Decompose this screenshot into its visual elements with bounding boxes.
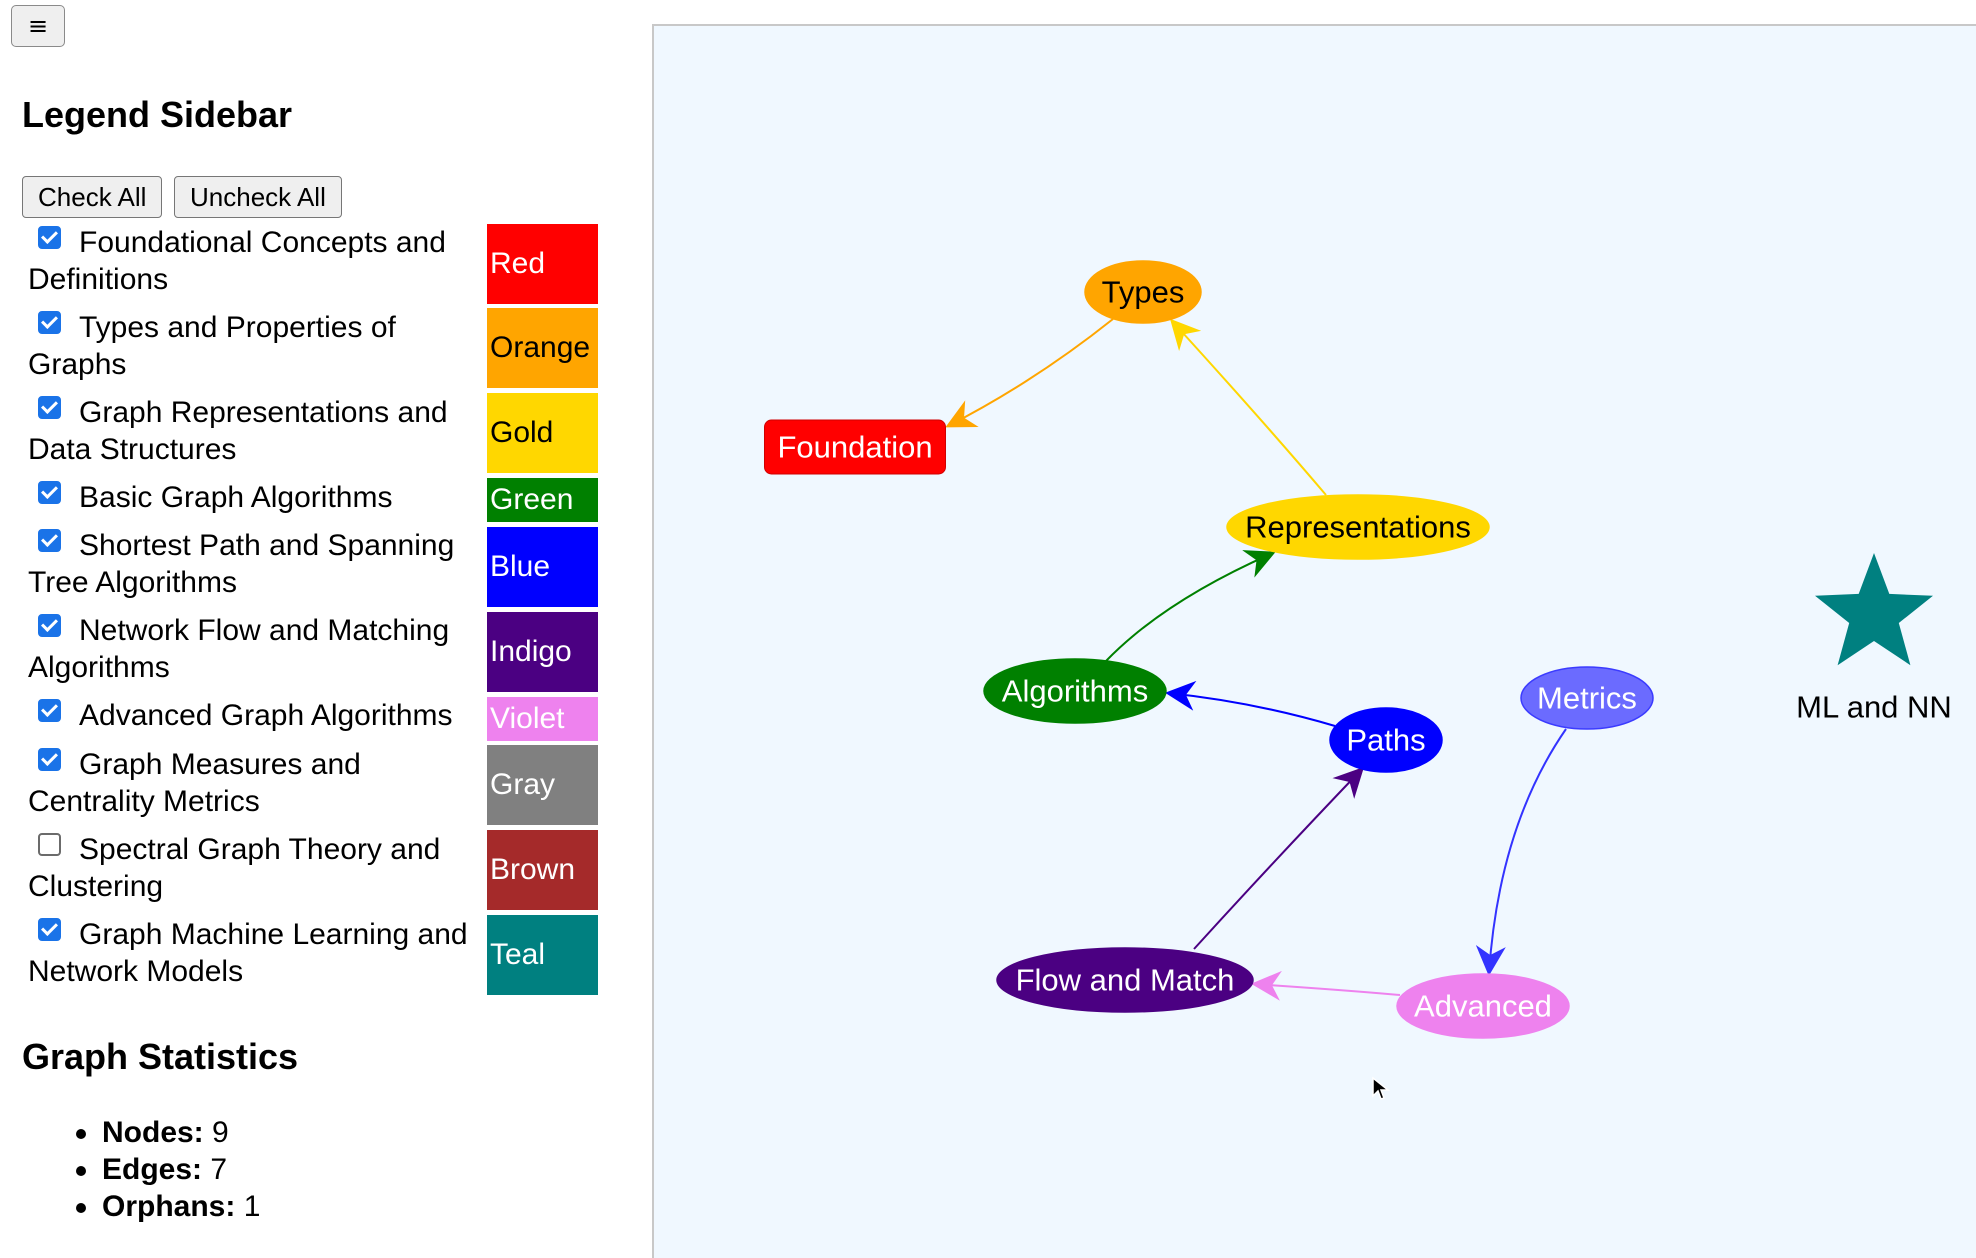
legend-checkbox[interactable] <box>38 833 61 856</box>
legend-item-text: Basic Graph Algorithms <box>79 481 393 514</box>
edge-advanced-to-flow[interactable] <box>1251 970 1401 1001</box>
node-label: ML and NN <box>1796 690 1952 725</box>
node-shape[interactable] <box>1226 494 1490 560</box>
legend-checkbox[interactable] <box>38 396 61 419</box>
stat-label: Edges: <box>102 1153 203 1186</box>
legend-item-label[interactable]: Graph Representations and Data Structure… <box>28 394 480 468</box>
legend-color-swatch: Brown <box>487 830 598 910</box>
node-label: Algorithms <box>1002 674 1148 709</box>
legend-checkbox[interactable] <box>38 748 61 771</box>
stat-item-nodes: Nodes: 9 <box>75 1114 260 1151</box>
legend-item-text: Foundational Concepts and Definitions <box>28 226 446 296</box>
stat-label: Orphans: <box>102 1190 236 1223</box>
legend-checkbox[interactable] <box>38 529 61 552</box>
graph-node-types[interactable]: Types <box>1084 260 1202 324</box>
uncheck-all-button[interactable]: Uncheck All <box>174 176 342 218</box>
legend-color-swatch: Orange <box>487 308 598 388</box>
legend-item-text: Shortest Path and Spanning Tree Algorith… <box>28 529 455 599</box>
graph-node-metrics[interactable]: Metrics <box>1520 666 1654 730</box>
legend-item-label[interactable]: Basic Graph Algorithms <box>28 479 480 516</box>
legend-color-swatch: Green <box>487 478 598 522</box>
legend-checkbox[interactable] <box>38 614 61 637</box>
legend-color-swatch: Red <box>487 224 598 304</box>
legend-item-label[interactable]: Types and Properties of Graphs <box>28 309 480 383</box>
legend-item-text: Types and Properties of Graphs <box>28 311 396 381</box>
legend-item-label[interactable]: Spectral Graph Theory and Clustering <box>28 831 480 905</box>
node-shape[interactable] <box>996 947 1254 1013</box>
legend-sidebar: Legend Sidebar Check All Uncheck All Fou… <box>0 0 640 1258</box>
legend-item-label[interactable]: Foundational Concepts and Definitions <box>28 224 480 298</box>
legend-color-swatch: Gray <box>487 745 598 825</box>
node-shape[interactable] <box>1520 666 1654 730</box>
graph-node-paths[interactable]: Paths <box>1329 707 1443 773</box>
stats-list: Nodes: 9 Edges: 7 Orphans: 1 <box>75 1114 261 1225</box>
stat-label: Nodes: <box>102 1116 204 1149</box>
legend-color-swatch: Violet <box>487 697 598 741</box>
legend-checkbox[interactable] <box>38 226 61 249</box>
legend-item-text: Graph Measures and Centrality Metrics <box>28 748 361 818</box>
stat-value: 1 <box>243 1190 261 1223</box>
legend-item-text: Graph Representations and Data Structure… <box>28 396 448 466</box>
edge-algorithms-to-representations[interactable] <box>1105 550 1276 662</box>
legend-item-text: Graph Machine Learning and Network Model… <box>28 918 468 988</box>
node-label: Advanced <box>1414 989 1552 1024</box>
legend-checkbox[interactable] <box>38 918 61 941</box>
graph-node-advanced[interactable]: Advanced <box>1396 973 1570 1039</box>
node-label: Representations <box>1245 510 1471 545</box>
edges-layer <box>945 318 1567 1001</box>
node-label: Types <box>1102 275 1185 310</box>
hamburger-icon: ≡ <box>27 12 49 40</box>
nodes-layer: TypesFoundationRepresentationsAlgorithms… <box>764 260 1952 1039</box>
legend-item-label[interactable]: Graph Measures and Centrality Metrics <box>28 746 480 820</box>
stat-value: 7 <box>210 1153 228 1186</box>
legend-color-swatch: Gold <box>487 393 598 473</box>
mouse-cursor-icon <box>1372 1076 1391 1100</box>
legend-color-swatch: Teal <box>487 915 598 995</box>
stats-title: Graph Statistics <box>22 1036 299 1077</box>
legend-item-text: Network Flow and Matching Algorithms <box>28 614 450 684</box>
edge-paths-to-algorithms[interactable] <box>1165 680 1336 727</box>
node-shape[interactable] <box>1329 707 1443 773</box>
graph-svg[interactable]: TypesFoundationRepresentationsAlgorithms… <box>654 26 1976 1258</box>
edge-representations-to-types[interactable] <box>1169 318 1327 496</box>
graph-node-foundation[interactable]: Foundation <box>764 419 946 475</box>
edge-metrics-to-advanced[interactable] <box>1475 728 1567 976</box>
node-label: Foundation <box>777 430 932 465</box>
stat-value: 9 <box>212 1116 229 1149</box>
node-shape[interactable] <box>1815 553 1933 666</box>
node-label: Metrics <box>1537 681 1637 716</box>
legend-item-label[interactable]: Advanced Graph Algorithms <box>28 697 480 734</box>
legend-item-text: Advanced Graph Algorithms <box>79 699 453 732</box>
node-shape[interactable] <box>1396 973 1570 1039</box>
graph-node-algorithms[interactable]: Algorithms <box>983 658 1167 724</box>
legend-item-label[interactable]: Network Flow and Matching Algorithms <box>28 612 480 686</box>
menu-toggle-button[interactable]: ≡ <box>11 5 65 47</box>
legend-checkbox[interactable] <box>38 311 61 334</box>
edge-types-to-foundation[interactable] <box>945 318 1114 428</box>
legend-color-swatch: Indigo <box>487 612 598 692</box>
graph-node-mlnn[interactable]: ML and NN <box>1796 553 1952 725</box>
graph-node-flow[interactable]: Flow and Match <box>996 947 1254 1013</box>
legend-checkbox[interactable] <box>38 481 61 504</box>
node-label: Flow and Match <box>1016 963 1235 998</box>
legend-color-swatch: Blue <box>487 527 598 607</box>
edge-flow-to-paths[interactable] <box>1193 766 1365 950</box>
node-shape[interactable] <box>1084 260 1202 324</box>
legend-item-text: Spectral Graph Theory and Clustering <box>28 833 441 903</box>
graph-node-representations[interactable]: Representations <box>1226 494 1490 560</box>
node-label: Paths <box>1346 723 1425 758</box>
stat-item-edges: Edges: 7 <box>75 1151 260 1188</box>
legend-item-label[interactable]: Shortest Path and Spanning Tree Algorith… <box>28 527 480 601</box>
node-shape[interactable] <box>983 658 1167 724</box>
check-all-button[interactable]: Check All <box>22 176 163 218</box>
legend-item-label[interactable]: Graph Machine Learning and Network Model… <box>28 916 480 990</box>
legend-checkbox[interactable] <box>38 699 61 722</box>
stat-item-orphans: Orphans: 1 <box>75 1188 261 1225</box>
node-shape[interactable] <box>764 419 946 475</box>
sidebar-title: Legend Sidebar <box>22 94 293 135</box>
